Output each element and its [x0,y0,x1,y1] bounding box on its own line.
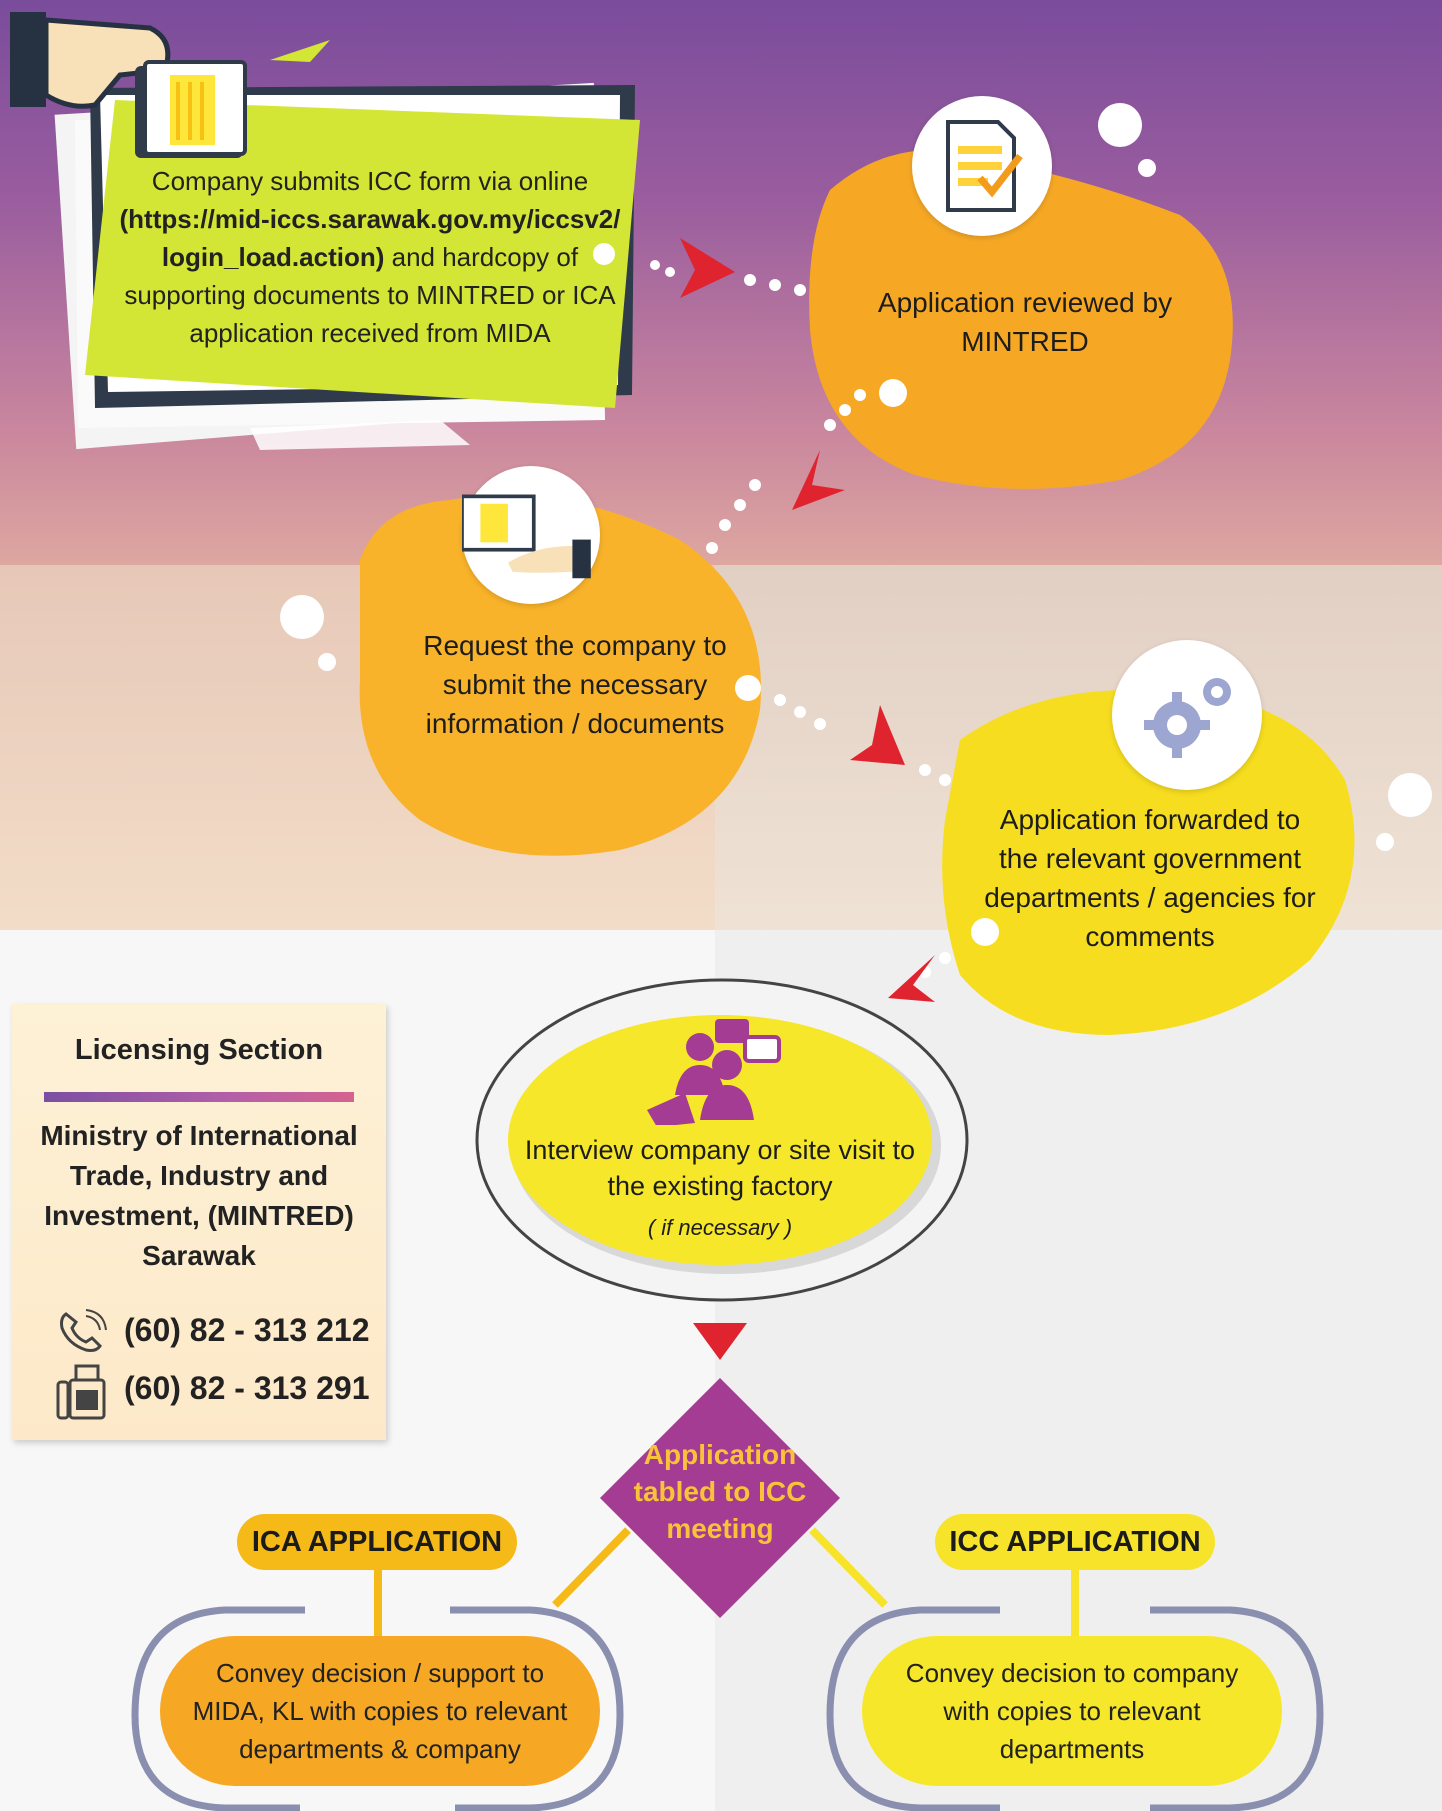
arrows [680,238,935,1360]
dotted-connectors [650,260,951,978]
card-divider [44,1092,354,1102]
ica-decision-text: Convey decision / support to MIDA, KL wi… [192,1658,568,1764]
step6-text: Application tabled to ICC meeting [633,1439,807,1544]
step2-blob [809,150,1233,489]
decorative-bubbles [280,103,1432,946]
ica-application-label: ICA APPLICATION [237,1514,517,1570]
contact-card: Licensing Section Ministry of Internatio… [12,1004,386,1440]
step5-ellipse [475,978,969,1302]
document-check-icon [912,96,1052,236]
ministry-name: Ministry of International Trade, Industr… [40,1120,358,1271]
document-hand-icon [462,466,600,604]
icc-application-label: ICC APPLICATION [935,1514,1215,1570]
card-ministry: Ministry of International Trade, Industr… [12,1116,386,1276]
step1-url[interactable]: (https://mid-iccs.sarawak.gov.my/iccsv2/… [119,204,621,272]
step4-text: Application forwarded to the relevant go… [984,804,1316,952]
fax-icon [54,1364,108,1425]
step1-text: Company submits ICC form via online (htt… [110,162,630,352]
step2-text: Application reviewed by MINTRED [877,287,1173,357]
card-title: Licensing Section [74,1034,324,1066]
step3-text: Request the company to submit the necess… [423,630,727,739]
step6-diamond [600,1378,840,1618]
step4-blob [942,689,1355,1035]
phone-icon [56,1308,108,1361]
step1-line1: Company submits ICC form via online [151,166,589,196]
fax-number[interactable]: (60) 82 - 313 291 [124,1370,370,1406]
phone-number[interactable]: (60) 82 - 313 212 [124,1312,370,1348]
icc-decision-text: Convey decision to company with copies t… [905,1658,1239,1764]
step3-blob [359,495,761,856]
icc-decision: Convey decision to company with copies t… [862,1636,1282,1786]
step5-note: ( if necessary ) [647,1215,793,1240]
step1-paper-stack [54,40,640,450]
hand-document-icon [10,12,247,158]
meeting-people-icon [645,1015,795,1127]
ica-decision: Convey decision / support to MIDA, KL wi… [160,1636,600,1786]
step1-line2: and hardcopy of supporting documents to … [124,242,616,348]
gears-icon [1112,640,1262,790]
step5-text: Interview company or site visit to the e… [524,1135,916,1201]
